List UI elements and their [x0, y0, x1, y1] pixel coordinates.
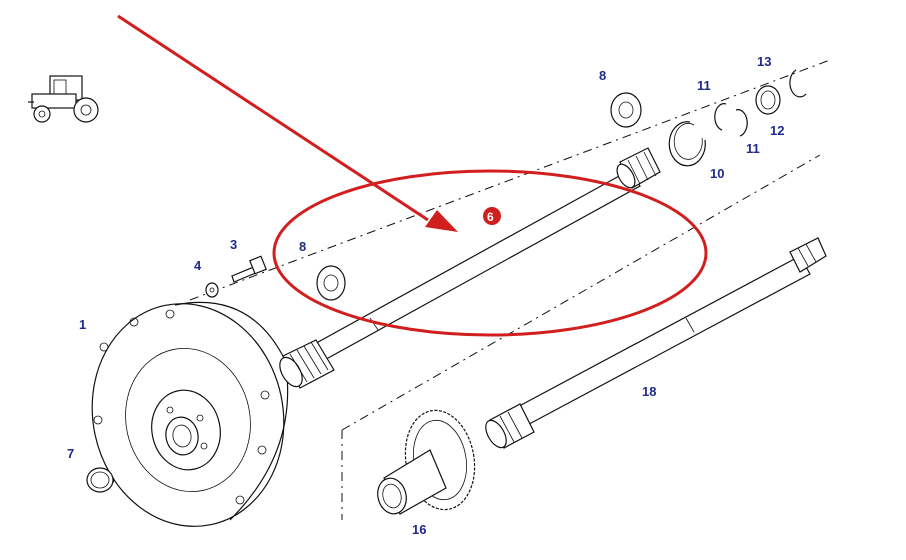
label-8a: 8	[299, 239, 306, 254]
axis-line-frame	[341, 154, 821, 520]
label-6: 6	[487, 210, 494, 224]
part-11-snap-ring-b	[735, 109, 748, 137]
part-7-o-ring	[86, 467, 114, 493]
label-11b: 11	[746, 141, 760, 156]
label-10: 10	[710, 166, 724, 181]
label-18: 18	[642, 384, 656, 399]
part-16-gear	[377, 409, 476, 515]
label-12: 12	[770, 123, 784, 138]
part-8-spacer-lower	[316, 265, 346, 301]
highlight-arrow	[117, 14, 458, 232]
label-1: 1	[79, 317, 86, 332]
callout-6-badge	[483, 207, 501, 225]
label-4: 4	[194, 258, 202, 273]
label-7: 7	[67, 446, 74, 461]
highlight-ellipse	[272, 169, 708, 337]
label-11a: 11	[697, 78, 711, 93]
part-13-clip	[789, 69, 807, 98]
part-8-spacer-upper	[610, 92, 642, 128]
label-3: 3	[230, 237, 237, 252]
label-16: 16	[412, 522, 426, 537]
tractor-icon	[28, 75, 99, 123]
part-6-shaft	[279, 147, 661, 389]
part-11-snap-ring-a	[714, 103, 727, 131]
label-8b: 8	[599, 68, 606, 83]
part-4-washer	[205, 282, 219, 298]
part-1-flywheel	[91, 301, 289, 527]
part-12-seal	[755, 85, 781, 115]
label-13: 13	[757, 54, 771, 69]
axis-line-upper	[189, 59, 831, 301]
part-18-shaft	[485, 237, 827, 449]
part-3-bolt	[231, 255, 267, 283]
part-10-circlip	[668, 121, 706, 167]
